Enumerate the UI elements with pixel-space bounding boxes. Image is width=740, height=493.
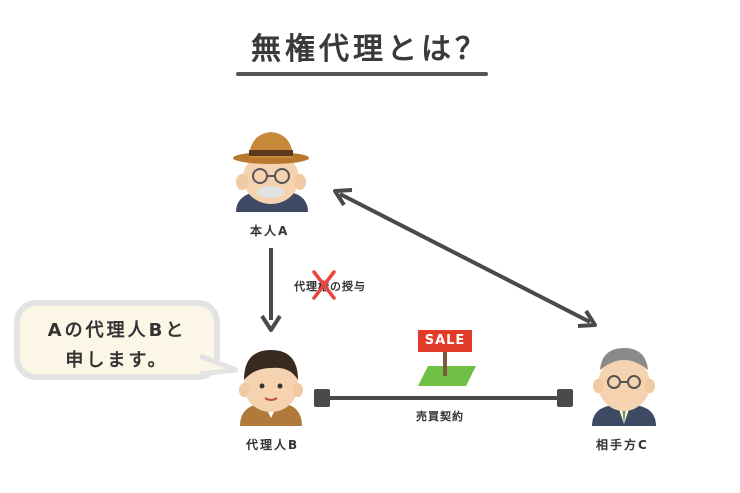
sales-contract-line [314, 389, 573, 407]
sales-contract-label: 売買契約 [416, 410, 464, 423]
authorization-arrow [260, 248, 282, 332]
speech-line-2: 申します。 [65, 350, 169, 371]
counterparty-label: 相手方C [596, 438, 649, 452]
principal-label: 本人A [250, 224, 290, 238]
page-title: 無権代理とは？ [251, 32, 489, 67]
authorization-label: 代理権の授与 [294, 280, 366, 293]
speech-line-1: Aの代理人Bと [47, 320, 187, 341]
principal-counterparty-arrow [333, 188, 597, 328]
speech-bubble: Aの代理人Bと 申します。 [14, 300, 220, 380]
title-underline [236, 72, 488, 76]
agent-label: 代理人B [246, 438, 300, 452]
speech-bubble-tail [198, 353, 238, 377]
sale-sign-text: SALE [424, 333, 466, 348]
